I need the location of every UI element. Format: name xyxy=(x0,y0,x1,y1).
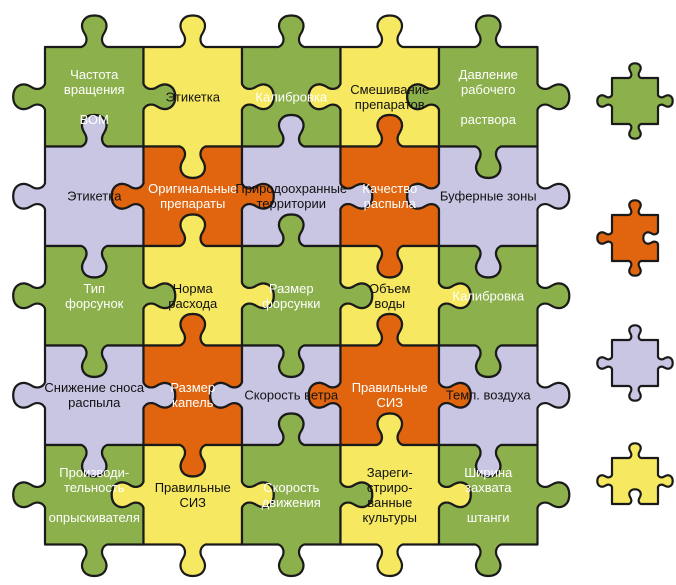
puzzle-piece-green xyxy=(439,445,569,576)
orange-puzzle-piece-icon xyxy=(597,200,658,275)
lavender-puzzle-piece-icon xyxy=(597,325,672,400)
puzzle-piece-green xyxy=(13,445,143,576)
yellow-puzzle-piece-icon xyxy=(597,443,672,504)
green-puzzle-piece-icon xyxy=(597,63,672,138)
